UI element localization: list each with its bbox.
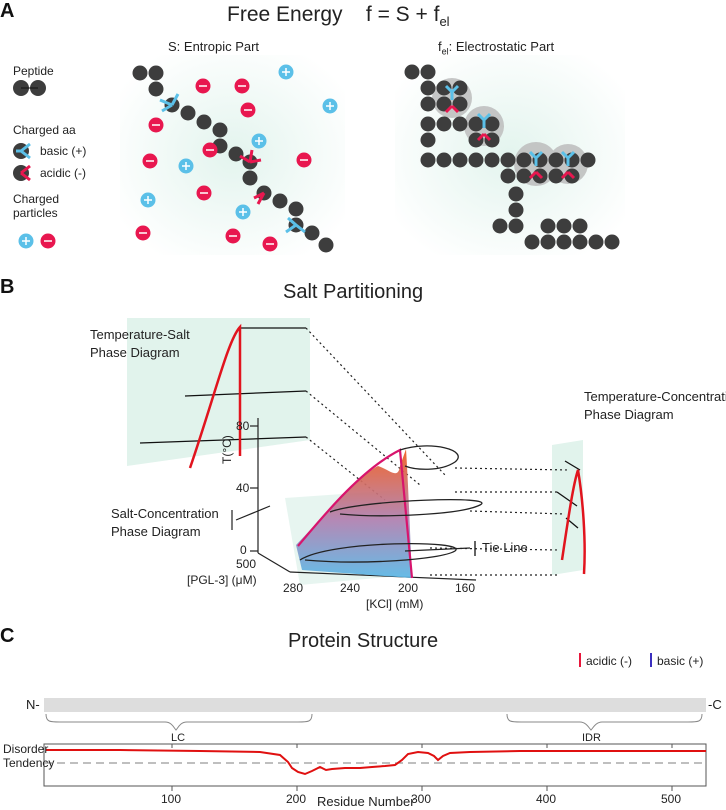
sc-line2: Phase Diagram (111, 524, 201, 539)
phase-cone (296, 449, 412, 578)
ts-tie-lines (139, 327, 307, 444)
idr-domain-label: IDR (582, 732, 601, 744)
tc-line2: Phase Diagram (584, 407, 674, 422)
tc-line1: Temperature-Concentration (584, 389, 726, 404)
cone-edge (297, 448, 414, 579)
disorder-plot-frame (43, 743, 707, 787)
disorder-curve (46, 749, 706, 776)
n-terminus-label: N- (26, 697, 40, 712)
kcl-tick-200: 200 (398, 581, 419, 595)
t-tick-80: 80 (236, 419, 250, 433)
electrostatic-basic-arms (444, 84, 576, 166)
y-label-line1: Disorder (3, 742, 49, 756)
panel-c-letter: C (0, 625, 15, 647)
t-tick-40: 40 (236, 481, 250, 495)
free-energy-equation: f = S + f (365, 3, 440, 26)
c-terminus-label: -C (708, 697, 722, 712)
ts-plane (127, 318, 310, 466)
legend-acidic-text: acidic (-) (586, 654, 633, 668)
pgl-tick-500: 500 (236, 557, 257, 571)
x-tick-300: 300 (411, 792, 432, 806)
entropic-particles (135, 64, 338, 252)
pgl-axis-label: [PGL-3] (μM) (187, 573, 257, 587)
tie-line-label: Tie Line (482, 540, 528, 555)
legend-particles-glyph (18, 233, 56, 249)
legend-basic-label: basic (+) (40, 144, 87, 158)
t-tick-0: 0 (240, 543, 247, 557)
entropic-acidic-arms (239, 149, 266, 205)
kcl-axis-label: [KCl] (mM) (366, 597, 424, 611)
legend-acidic-label: acidic (-) (40, 166, 87, 180)
panel-a-title: Free Energy f = S + fel (227, 3, 450, 29)
legend-charged-line1: Charged (13, 192, 60, 206)
y-label-line2: Tendency (3, 756, 55, 770)
legend-charged-aa-label: Charged aa (13, 123, 76, 137)
disorder-x-ticks (171, 744, 673, 791)
ts-line2: Phase Diagram (90, 345, 180, 360)
electrostatic-sub: el (441, 46, 449, 57)
legend-peptide-label: Peptide (13, 64, 54, 78)
x-tick-200: 200 (286, 792, 307, 806)
legend-basic-glyph (13, 142, 31, 160)
axes-3d (231, 418, 477, 581)
tc-phase-curve (560, 469, 586, 575)
legend-charged-line2: particles (13, 206, 58, 220)
legend-acidic-glyph (13, 164, 31, 182)
panel-b-letter: B (0, 276, 15, 298)
kcl-tick-160: 160 (455, 581, 476, 595)
domain-braces (45, 713, 703, 731)
panel-c-title: Protein Structure (288, 630, 439, 652)
x-tick-400: 400 (536, 792, 557, 806)
electrostatic-f: f (438, 39, 442, 54)
free-energy-title: Free Energy (227, 3, 343, 26)
electrostatic-acidic-arms (444, 104, 576, 180)
ts-line1: Temperature-Salt (90, 327, 190, 342)
entropic-part-title: S: Entropic Part (168, 39, 260, 54)
sc-line1: Salt-Concentration (111, 506, 219, 521)
legend-peptide-glyph (13, 80, 46, 96)
x-tick-100: 100 (161, 792, 182, 806)
kcl-tick-240: 240 (340, 581, 361, 595)
lc-domain-label: LC (171, 732, 186, 744)
panel-b-title: Salt Partitioning (283, 281, 424, 303)
cone-contours (299, 445, 483, 563)
ts-phase-curve (188, 323, 242, 469)
x-tick-500: 500 (661, 792, 682, 806)
electrostatic-part-title: fel: Electrostatic Part (438, 39, 554, 57)
x-axis-label: Residue Number (317, 794, 415, 809)
free-energy-equation-sub: el (439, 14, 450, 30)
entropic-basic-arms (159, 93, 306, 234)
t-axis-label: T(°C) (220, 435, 234, 464)
kcl-tick-280: 280 (283, 581, 304, 595)
panel-a-letter: A (0, 0, 15, 22)
sequence-bar (44, 698, 706, 712)
legend-basic-text: basic (+) (657, 654, 704, 668)
tc-plane (552, 440, 583, 575)
electrostatic-rest: : Electrostatic Part (448, 39, 555, 54)
